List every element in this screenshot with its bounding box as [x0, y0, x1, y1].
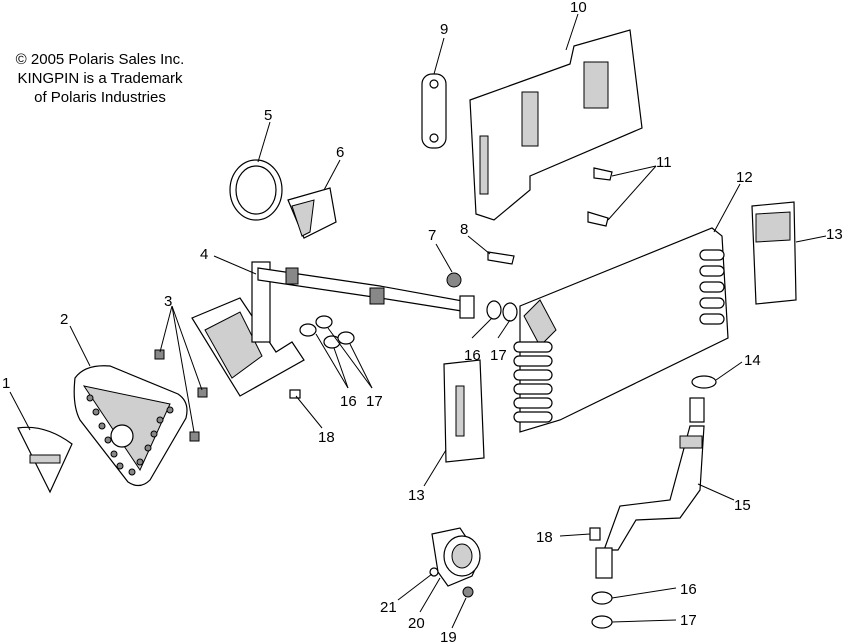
callout-3: 3: [164, 293, 172, 310]
callout-6: 6: [336, 144, 344, 161]
part-16-17-o-rings: [299, 300, 613, 629]
callout-12: 12: [736, 169, 753, 186]
part-7-nut: [446, 272, 462, 288]
callout-18-right: 18: [536, 529, 553, 546]
part-2-bezel: [73, 365, 188, 487]
callout-20: 20: [408, 615, 425, 632]
part-11-screws: [587, 167, 613, 227]
callout-1: 1: [2, 375, 10, 392]
callout-19: 19: [440, 629, 457, 644]
leader-lines: [9, 13, 827, 629]
part-20-sensor: [431, 527, 481, 587]
part-19-nut: [462, 586, 474, 598]
callout-13-lower: 13: [408, 487, 425, 504]
copyright-notice: © 2005 Polaris Sales Inc. KINGPIN is a T…: [2, 50, 198, 107]
part-15-hose: [595, 397, 705, 579]
part-3-clips: [154, 349, 208, 442]
part-13-pad-lower: [443, 359, 485, 463]
callout-16-middle: 16: [464, 347, 481, 364]
part-1-badge: [17, 426, 73, 494]
part-9-strap: [421, 73, 447, 149]
callout-13-right: 13: [826, 226, 843, 243]
callout-15: 15: [734, 497, 751, 514]
callout-8: 8: [460, 221, 468, 238]
part-10-shroud: [469, 29, 643, 221]
copyright-line-2: KINGPIN is a Trademark: [17, 70, 183, 87]
callout-16-bottom: 16: [680, 581, 697, 598]
callout-11: 11: [656, 154, 672, 171]
part-6-clip: [287, 187, 337, 239]
callout-5: 5: [264, 107, 272, 124]
copyright-line-1: © 2005 Polaris Sales Inc.: [15, 51, 185, 68]
callout-17-bottom: 17: [680, 612, 697, 629]
part-5-hose-clamp: [229, 159, 283, 221]
callout-21: 21: [380, 599, 397, 616]
callout-16-left: 16: [340, 393, 357, 410]
part-4-bracket-and-oil-line: [191, 261, 475, 397]
cooler-fins: [513, 249, 725, 423]
callout-9: 9: [440, 21, 448, 38]
part-12-oil-cooler: [513, 227, 729, 433]
part-13-pad-right: [751, 201, 797, 305]
copyright-line-3: of Polaris Industries: [34, 89, 166, 106]
part-8-bolt: [487, 251, 515, 265]
bezel-holes: [86, 394, 174, 476]
callout-17-middle: 17: [490, 347, 507, 364]
callout-18-left: 18: [318, 429, 335, 446]
callout-14: 14: [744, 352, 761, 369]
part-14-o-ring: [691, 375, 717, 389]
callout-2: 2: [60, 311, 68, 328]
callout-7: 7: [428, 227, 436, 244]
callout-17-left: 17: [366, 393, 383, 410]
callout-4: 4: [200, 246, 208, 263]
callout-10: 10: [570, 0, 587, 16]
